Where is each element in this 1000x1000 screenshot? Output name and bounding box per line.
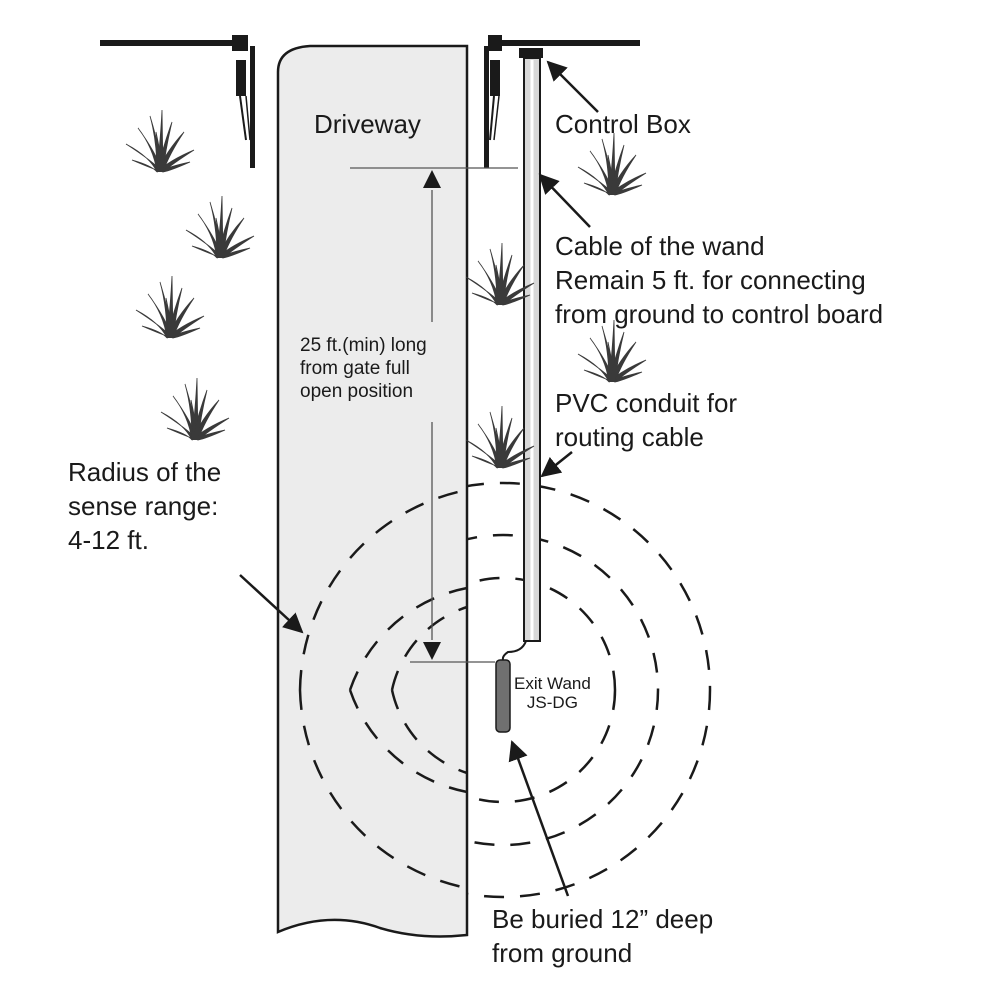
buried-pointer: [508, 740, 570, 897]
grass-tuft-icon: [160, 377, 230, 441]
grass-tuft-icon: [125, 109, 195, 173]
left-gate-hardware: [100, 35, 255, 168]
distance-line-1: 25 ft.(min) long: [300, 335, 427, 356]
distance-line-2: from gate full: [300, 358, 410, 379]
pvc-line-2: routing cable: [555, 422, 704, 452]
sense-ring-inner: [389, 576, 617, 804]
pointer-arrows: [239, 60, 599, 897]
grass-tuft-icon: [135, 275, 205, 339]
distance-label: 25 ft.(min) long from gate full open pos…: [296, 334, 431, 403]
distance-line-3: open position: [300, 381, 414, 402]
buried-line-1: Be buried 12” deep: [492, 904, 714, 934]
wand-name: Exit Wand: [514, 674, 591, 693]
sense-range-rings-over-driveway: [298, 488, 468, 890]
control-box-icon: [519, 48, 543, 58]
driveway-strip: [276, 44, 469, 938]
buried-line-2: from ground: [492, 938, 633, 968]
radius-line-2: sense range:: [68, 491, 219, 521]
pvc-line-1: PVC conduit for: [555, 388, 738, 418]
pvc-conduit: [523, 57, 541, 642]
cable-description: Cable of the wand Remain 5 ft. for conne…: [555, 229, 883, 331]
left-gate-arm-icon: [100, 40, 240, 46]
control-box-pointer: [546, 60, 599, 113]
right-gate-post: [484, 46, 489, 168]
pvc-conduit-pointer: [540, 451, 573, 478]
grass-tuft-icon: [465, 242, 535, 306]
grass-tuft-icon: [465, 405, 535, 469]
wand-label: Exit Wand JS-DG: [514, 674, 591, 712]
right-gate-hardware: [484, 35, 640, 168]
cable-line-2: Remain 5 ft. for connecting: [555, 265, 866, 295]
cable-line-1: Cable of the wand: [555, 231, 765, 261]
radius-line-3: 4-12 ft.: [68, 525, 149, 555]
distance-arrow-down: [423, 642, 441, 660]
radius-pointer: [239, 574, 304, 634]
grass-tuft-icon: [577, 319, 647, 383]
wand-cable: [501, 640, 527, 661]
grass-tuft-icon: [185, 195, 255, 259]
radius-line-1: Radius of the: [68, 457, 222, 487]
pvc-conduit-label: PVC conduit for routing cable: [555, 386, 737, 454]
control-box-label: Control Box: [555, 109, 691, 139]
grass-tuft-icon: [577, 132, 647, 196]
wand-model: JS-DG: [526, 693, 578, 712]
cable-line-3: from ground to control board: [555, 299, 884, 329]
cable-pointer: [538, 173, 591, 228]
buried-label: Be buried 12” deep from ground: [492, 902, 713, 970]
left-gate-post: [250, 46, 255, 168]
distance-dimension: [350, 167, 518, 663]
grass-tufts: [125, 109, 647, 469]
exit-wand-icon: [495, 659, 511, 733]
radius-label: Radius of the sense range: 4-12 ft.: [68, 455, 221, 557]
driveway-label: Driveway: [310, 107, 425, 141]
distance-arrow-up: [423, 170, 441, 188]
right-gate-arm-icon: [498, 40, 640, 46]
